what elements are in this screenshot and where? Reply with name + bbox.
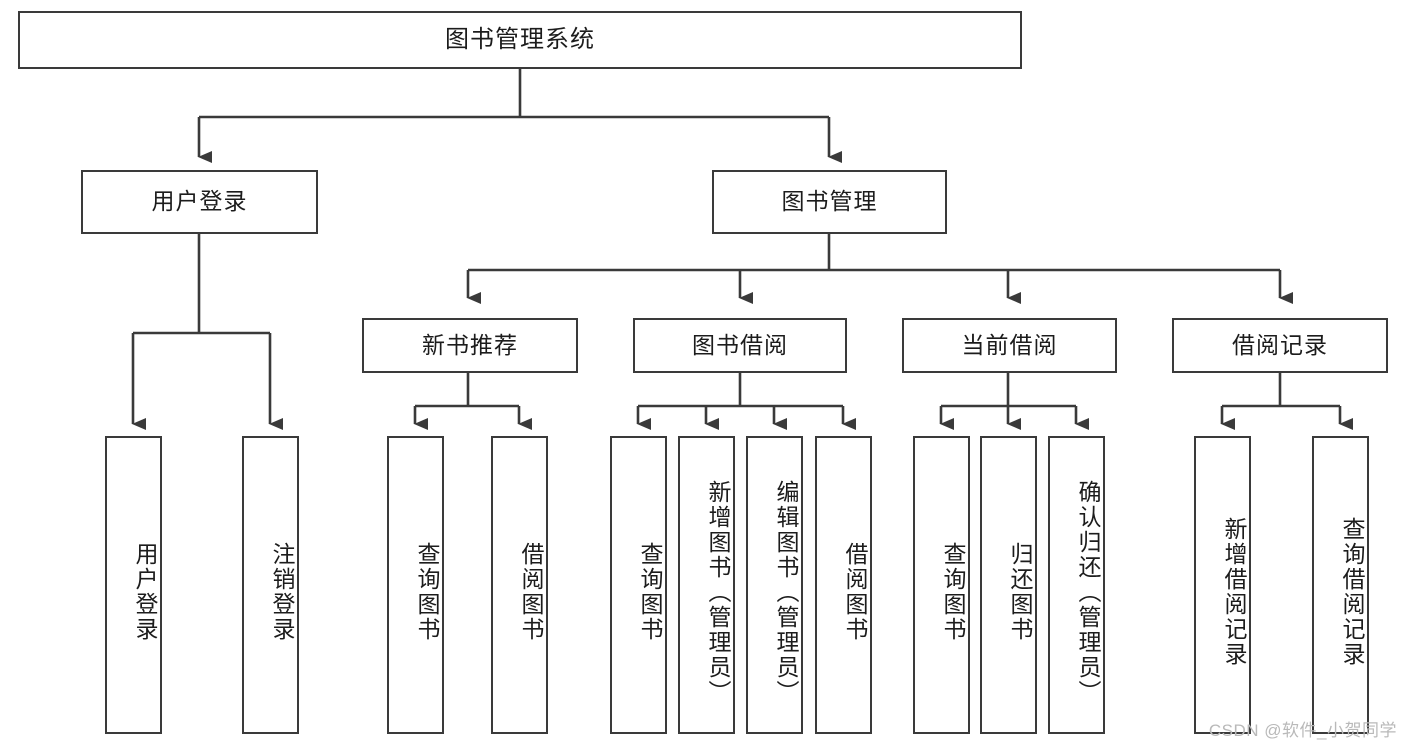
leaf-borrowrecord-add-record[interactable]: 新增借阅记录 bbox=[1194, 436, 1251, 734]
node-book-borrow[interactable]: 图书借阅 bbox=[633, 318, 847, 373]
leaf-currentborrow-query-book[interactable]: 查询图书 bbox=[913, 436, 970, 734]
leaf-bookborrow-borrow-book[interactable]: 借阅图书 bbox=[815, 436, 872, 734]
csdn-watermark: CSDN @软件_小贺同学 bbox=[1208, 721, 1397, 740]
leaf-currentborrow-confirm-return-admin[interactable]: 确认归还（管理员） bbox=[1048, 436, 1105, 734]
leaf-bookborrow-edit-book-admin[interactable]: 编辑图书（管理员） bbox=[746, 436, 803, 734]
leaf-user-login[interactable]: 用户登录 bbox=[105, 436, 162, 734]
leaf-newbook-borrow-book[interactable]: 借阅图书 bbox=[491, 436, 548, 734]
node-root[interactable]: 图书管理系统 bbox=[18, 11, 1022, 69]
leaf-bookborrow-query-book[interactable]: 查询图书 bbox=[610, 436, 667, 734]
leaf-borrowrecord-query-record[interactable]: 查询借阅记录 bbox=[1312, 436, 1369, 734]
node-borrow-record[interactable]: 借阅记录 bbox=[1172, 318, 1388, 373]
node-book-management[interactable]: 图书管理 bbox=[712, 170, 947, 234]
node-new-book-recommend[interactable]: 新书推荐 bbox=[362, 318, 578, 373]
leaf-currentborrow-return-book[interactable]: 归还图书 bbox=[980, 436, 1037, 734]
node-current-borrow[interactable]: 当前借阅 bbox=[902, 318, 1117, 373]
leaf-bookborrow-add-book-admin[interactable]: 新增图书（管理员） bbox=[678, 436, 735, 734]
leaf-logout[interactable]: 注销登录 bbox=[242, 436, 299, 734]
leaf-newbook-query-book[interactable]: 查询图书 bbox=[387, 436, 444, 734]
node-user-login[interactable]: 用户登录 bbox=[81, 170, 318, 234]
